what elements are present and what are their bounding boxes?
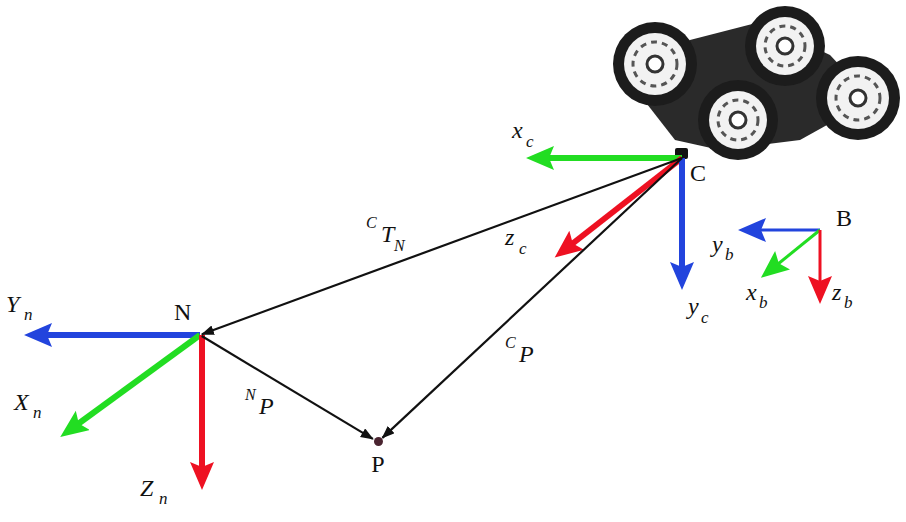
axis-label: b xyxy=(844,294,853,311)
camera-frame-axes xyxy=(548,158,682,268)
x-axis-arrow xyxy=(78,335,200,424)
frame-origin: C xyxy=(690,161,706,185)
z-axis-arrow xyxy=(572,158,682,244)
vector-arrow xyxy=(202,158,682,334)
axis-label: c xyxy=(526,133,534,150)
axis-label: z xyxy=(832,280,841,304)
navigation-frame-axes xyxy=(46,335,202,468)
axis-label: B xyxy=(836,206,852,230)
z-axis-arrow xyxy=(199,335,205,468)
axis-label: Y xyxy=(6,292,19,316)
axis-label: b xyxy=(759,294,768,311)
axis-label: C xyxy=(366,215,377,231)
axis-label: C xyxy=(505,335,516,351)
vector-label: P xyxy=(258,394,275,418)
axis-label: x xyxy=(512,118,523,142)
axis-label: z xyxy=(505,225,514,249)
axis-label: c xyxy=(519,240,527,257)
point-label: C xyxy=(690,161,706,185)
x-axis-arrow xyxy=(778,230,820,264)
axis-label: n xyxy=(33,404,42,421)
vector-arrow xyxy=(382,158,682,438)
y-axis-arrow xyxy=(679,158,685,268)
axis-label: Z xyxy=(140,476,153,500)
axis-label: c xyxy=(701,309,709,326)
axis-label: x xyxy=(746,280,757,304)
vector-label: T xyxy=(380,222,395,246)
axis-label: n xyxy=(159,490,168,507)
frame-origin: P xyxy=(366,432,390,476)
z-axis-arrow xyxy=(819,230,822,282)
quadcopter-drone xyxy=(613,6,900,160)
y-axis-arrow xyxy=(46,332,200,338)
axis-label: n xyxy=(24,306,33,323)
point-marker xyxy=(374,437,383,446)
axis-label: N xyxy=(394,238,405,254)
axis-label: y xyxy=(712,232,723,256)
axis-label: N xyxy=(245,387,256,403)
vector-arrow xyxy=(202,336,373,439)
y-axis-arrow xyxy=(760,229,820,232)
x-axis-arrow xyxy=(548,155,682,161)
body-frame-axes xyxy=(760,230,820,282)
point-label: N xyxy=(174,300,191,324)
frame-origin: N xyxy=(174,300,191,324)
axis-label: y xyxy=(688,294,699,318)
point-label: P xyxy=(366,452,390,476)
vector-label: P xyxy=(518,342,535,366)
axis-label: X xyxy=(14,390,29,414)
drone-rotors xyxy=(613,6,900,160)
axis-label: b xyxy=(725,246,734,263)
